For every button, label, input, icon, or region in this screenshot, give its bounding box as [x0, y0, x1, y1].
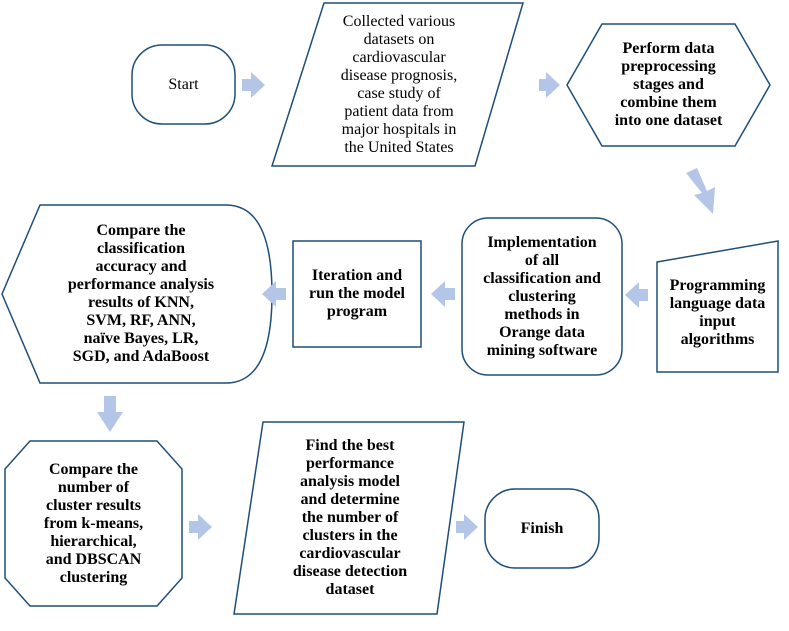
- start-node-shape: [131, 44, 236, 125]
- compare-cluster-node: Compare the number of cluster results fr…: [43, 460, 144, 586]
- iterate-node-shape: [292, 240, 422, 348]
- preprocess-node: Perform data preprocessing stages and co…: [614, 40, 723, 129]
- arrow-iterate-to-compare-class: [262, 281, 286, 307]
- compare-cluster-node-shape: [4, 440, 183, 607]
- arrow-compare-class-to-compare-cluster: [97, 396, 123, 432]
- finish-node: Finish: [520, 519, 564, 537]
- input-node-shape: [656, 240, 779, 373]
- collect-node: Collected various datasets on cardiovasc…: [340, 12, 458, 156]
- arrow-collect-to-preprocess: [539, 72, 560, 98]
- arrow-start-to-collect: [242, 72, 265, 98]
- arrow-input-to-implement: [625, 282, 648, 308]
- best-node: Find the best performance analysis model…: [292, 437, 408, 598]
- input-node: Programming language data input algorith…: [669, 277, 766, 348]
- implement-node-shape: [461, 217, 623, 376]
- collect-node-shape: [270, 2, 525, 167]
- arrow-preprocess-to-input: [686, 168, 715, 214]
- compare-class-node: Compare the classification accuracy and …: [67, 222, 215, 365]
- implement-node: Implementation of all classification and…: [483, 233, 601, 359]
- arrow-compare-cluster-to-best: [189, 514, 212, 540]
- iterate-node: Iteration and run the model program: [309, 267, 405, 320]
- finish-node-shape: [484, 488, 600, 569]
- preprocess-node-shape: [566, 23, 771, 147]
- arrow-best-to-finish: [456, 514, 478, 540]
- arrow-implement-to-iterate: [431, 281, 455, 307]
- best-node-shape: [233, 421, 465, 615]
- start-node: Start: [168, 75, 199, 93]
